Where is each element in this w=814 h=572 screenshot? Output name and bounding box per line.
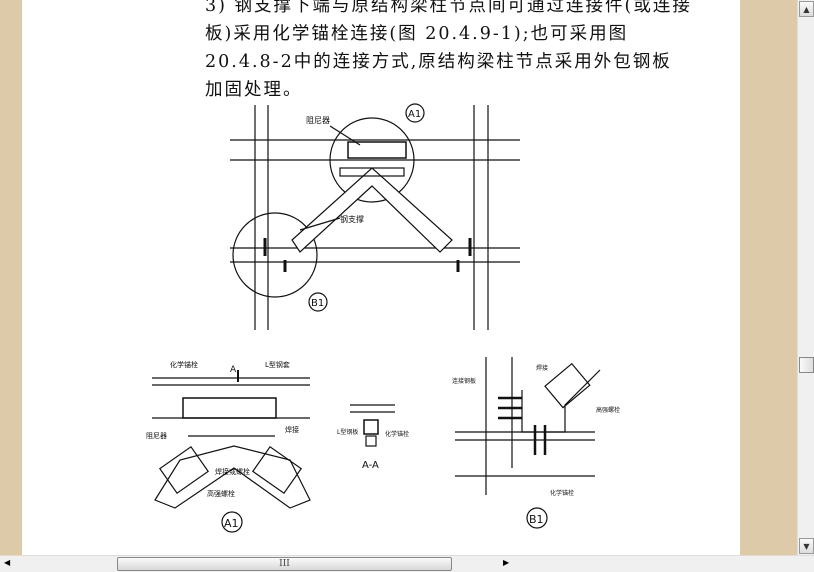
viewer-background-left (0, 0, 22, 555)
document-page (22, 0, 740, 555)
horizontal-scrollbar[interactable]: ◀ III ▶ (0, 555, 814, 572)
label-anchor-b1: 化学锚栓 (550, 489, 574, 497)
body-text: 3) 钢支撑下端与原结构梁柱节点间可通过连接件(或连接 板)采用化学锚栓连接(图… (205, 0, 692, 104)
label-damper: 阻尼器 (306, 116, 330, 125)
frame-elevation (230, 105, 520, 330)
label-section-mark: A (230, 365, 237, 375)
viewer-background-right (740, 0, 797, 555)
scroll-up-button[interactable]: ▲ (799, 1, 814, 17)
label-weld: 焊接 (285, 425, 299, 434)
label-weld-b1: 焊接 (536, 364, 548, 372)
text-line: 加固处理。 (205, 80, 303, 100)
vertical-scroll-thumb[interactable] (799, 357, 814, 373)
label-brace: 钢支撑 (340, 214, 364, 224)
label-chemical-anchor: 化学锚栓 (170, 360, 198, 369)
detail-a1 (152, 370, 311, 509)
title-aa: A-A (362, 460, 379, 471)
label-l-plate: L型钢板 (337, 428, 358, 436)
title-b1: B1 (529, 513, 544, 526)
label-weld-or-bolt: 焊接或螺栓 (215, 467, 250, 476)
label-l-steel: L型钢套 (265, 360, 290, 369)
scroll-right-arrow-icon[interactable]: ▶ (503, 558, 510, 567)
label-hs-bolt: 高强螺栓 (207, 489, 235, 498)
label-hs-bolt-b1: 高强螺栓 (596, 406, 620, 414)
label-plate: 连接钢板 (452, 377, 476, 385)
vertical-scrollbar[interactable]: ▲ ▼ (797, 0, 814, 555)
text-line: 板)采用化学锚栓连接(图 20.4.9-1);也可采用图 (205, 24, 629, 44)
section-aa (350, 404, 395, 447)
text-line: 3) 钢支撑下端与原结构梁柱节点间可通过连接件(或连接 (205, 0, 692, 16)
text-line: 20.4.8-2中的连接方式,原结构梁柱节点采用外包钢板 (205, 52, 672, 72)
title-a1: A1 (224, 517, 239, 530)
detail-b1 (455, 357, 601, 495)
horizontal-scroll-thumb[interactable]: III (117, 557, 452, 571)
label-b1-marker: B1 (311, 298, 324, 309)
scroll-grip: III (279, 559, 290, 569)
engineering-drawing: 阻尼器 钢支撑 A1 B1 化学锚栓 A L型钢套 阻尼器 焊接 焊接或螺栓 高… (146, 103, 620, 533)
label-damper-a1: 阻尼器 (146, 431, 167, 440)
scroll-down-button[interactable]: ▼ (799, 538, 814, 554)
label-a1-marker: A1 (408, 109, 421, 120)
label-anchor-aa: 化学锚栓 (385, 430, 409, 438)
scroll-left-arrow-icon[interactable]: ◀ (4, 558, 11, 567)
